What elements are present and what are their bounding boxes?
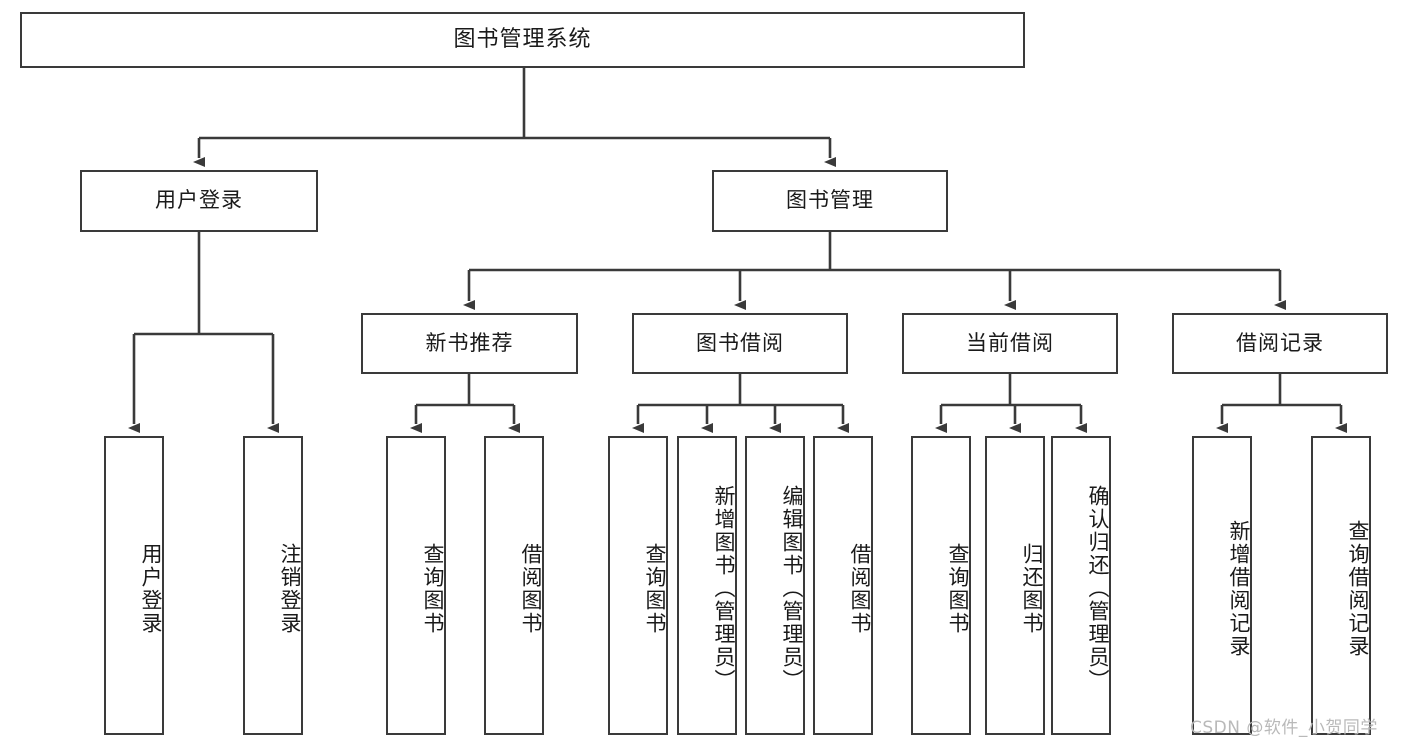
node-root-label: 图书管理系统 xyxy=(453,26,592,52)
node-leaf-add-record[interactable]: 新增借阅记录 xyxy=(1192,436,1252,735)
node-leaf-query-book-3[interactable]: 查询图书 xyxy=(911,436,971,735)
node-leaf-add-book[interactable]: 新增图书（管理员） xyxy=(677,436,737,735)
node-leaf-confirm-return[interactable]: 确认归还（管理员） xyxy=(1051,436,1111,735)
node-leaf-user-login[interactable]: 用户登录 xyxy=(104,436,164,735)
node-leaf-return-book-label: 归还图书 xyxy=(1020,542,1044,635)
node-book-borrow-label: 图书借阅 xyxy=(696,330,784,355)
node-user-login-label: 用户登录 xyxy=(155,188,243,213)
node-book-manage-label: 图书管理 xyxy=(786,188,874,213)
node-leaf-borrow-book-1[interactable]: 借阅图书 xyxy=(484,436,544,735)
node-leaf-logout-label: 注销登录 xyxy=(278,542,302,635)
node-borrow-record-label: 借阅记录 xyxy=(1236,330,1324,355)
node-leaf-logout[interactable]: 注销登录 xyxy=(243,436,303,735)
watermark: CSDN @软件_小贺同学 xyxy=(1190,718,1378,738)
node-user-login[interactable]: 用户登录 xyxy=(80,170,318,232)
node-leaf-add-book-label: 新增图书（管理员） xyxy=(712,485,736,692)
node-leaf-query-record[interactable]: 查询借阅记录 xyxy=(1311,436,1371,735)
node-book-borrow[interactable]: 图书借阅 xyxy=(632,313,848,374)
node-leaf-user-login-label: 用户登录 xyxy=(139,542,163,635)
node-leaf-query-book-2-label: 查询图书 xyxy=(643,542,667,635)
node-leaf-confirm-return-label: 确认归还（管理员） xyxy=(1086,485,1110,692)
node-leaf-query-book-2[interactable]: 查询图书 xyxy=(608,436,668,735)
node-leaf-borrow-book-2[interactable]: 借阅图书 xyxy=(813,436,873,735)
node-root[interactable]: 图书管理系统 xyxy=(20,12,1025,68)
node-current-borrow[interactable]: 当前借阅 xyxy=(902,313,1118,374)
node-current-borrow-label: 当前借阅 xyxy=(966,330,1054,355)
node-leaf-query-book-1[interactable]: 查询图书 xyxy=(386,436,446,735)
node-book-manage[interactable]: 图书管理 xyxy=(712,170,948,232)
node-leaf-borrow-book-2-label: 借阅图书 xyxy=(848,542,872,635)
node-new-book-rec[interactable]: 新书推荐 xyxy=(361,313,578,374)
node-leaf-edit-book[interactable]: 编辑图书（管理员） xyxy=(745,436,805,735)
node-leaf-return-book[interactable]: 归还图书 xyxy=(985,436,1045,735)
node-leaf-query-book-1-label: 查询图书 xyxy=(421,542,445,635)
node-leaf-add-record-label: 新增借阅记录 xyxy=(1227,519,1251,658)
node-leaf-query-record-label: 查询借阅记录 xyxy=(1346,519,1370,658)
node-leaf-query-book-3-label: 查询图书 xyxy=(946,542,970,635)
node-borrow-record[interactable]: 借阅记录 xyxy=(1172,313,1388,374)
node-new-book-rec-label: 新书推荐 xyxy=(425,330,514,355)
node-leaf-edit-book-label: 编辑图书（管理员） xyxy=(780,485,804,692)
node-leaf-borrow-book-1-label: 借阅图书 xyxy=(519,542,543,635)
